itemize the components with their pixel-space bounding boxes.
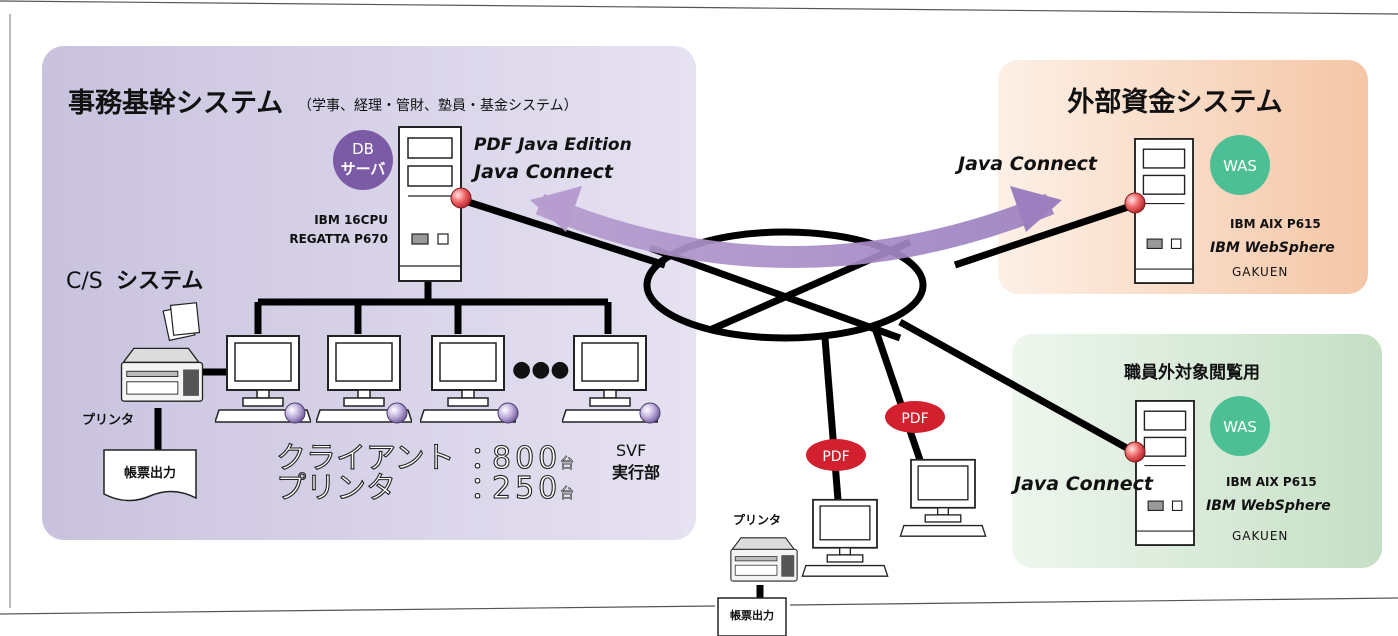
count-label: プリンタ — [276, 471, 396, 506]
pdf-badge — [806, 439, 866, 471]
external-server-icon — [1134, 138, 1194, 284]
cs-title-prefix: C/S — [66, 269, 103, 294]
external-connect-label: Java Connect — [954, 153, 1098, 175]
db-software-line2: Java Connect — [470, 161, 614, 183]
bottom-pc-icon — [801, 498, 889, 578]
staff-connect-label: Java Connect — [1010, 473, 1154, 495]
network-ring — [643, 228, 927, 342]
svf-label-line2: 実行部 — [612, 463, 660, 482]
count-row-clients: クライアント ： 800 台 — [275, 440, 574, 476]
left-panel-subtitle: （学事、経理・管財、塾員・基金システム） — [298, 97, 578, 114]
db-badge — [333, 130, 393, 190]
svf-client-icon — [386, 402, 408, 424]
more-clients-ellipsis: ●●● — [512, 357, 570, 382]
bottom-printer-icon — [730, 537, 798, 582]
staff-was-label: WAS — [1223, 418, 1257, 436]
external-was-badge — [1210, 135, 1270, 195]
staff-spec-line3: GAKUEN — [1232, 529, 1288, 543]
count-separator: ： — [470, 441, 500, 476]
arrow-head-right — [1010, 186, 1062, 232]
external-spec-line3: GAKUEN — [1232, 265, 1288, 279]
left-panel — [42, 46, 696, 540]
count-unit: 台 — [560, 486, 574, 502]
staff-spec-line2: IBM WebSphere — [1206, 498, 1331, 514]
bottom-printer-label: プリンタ — [733, 512, 781, 527]
cs-title-suffix: システム — [116, 269, 203, 294]
db-software-line1: PDF Java Edition — [474, 135, 632, 155]
left-printer-icon — [120, 347, 204, 402]
staff-was-badge — [1210, 396, 1270, 456]
svf-client-icon — [639, 402, 661, 424]
external-connector-icon — [1124, 192, 1146, 214]
left-panel-title: 事務基幹システム — [68, 87, 283, 119]
external-panel-title: 外部資金システム — [1067, 86, 1282, 118]
left-printer-label: プリンタ — [82, 413, 134, 428]
left-report-label: 帳票出力 — [124, 465, 176, 481]
external-spec-line1: IBM AIX P615 — [1230, 217, 1321, 231]
data-exchange-arrow — [535, 193, 1055, 268]
document-stack-icon — [162, 302, 201, 342]
frame-bottom-line-left — [0, 605, 716, 615]
frame-top-line — [0, 0, 1398, 15]
count-separator: ： — [470, 471, 500, 506]
svf-label-line1: SVF — [616, 441, 646, 460]
count-unit: 台 — [560, 456, 574, 472]
arrow-head-left — [530, 186, 582, 232]
staff-panel-title: 職員外対象閲覧用 — [1124, 362, 1260, 383]
lan-bus — [154, 280, 764, 606]
frame-bottom-line-right — [789, 597, 1398, 606]
left-report-icon — [103, 449, 197, 502]
bottom-pc-icon — [899, 458, 987, 538]
db-spec-line1: IBM 16CPU — [314, 213, 388, 227]
pdf-badge-label: PDF — [901, 411, 928, 427]
pdf-badge-label: PDF — [822, 449, 849, 465]
svf-client-icon — [497, 402, 519, 424]
db-connector-icon — [450, 187, 472, 209]
count-row-printers: プリンタ ： 250 台 — [275, 470, 574, 506]
count-label: クライアント — [276, 441, 455, 476]
external-was-label: WAS — [1223, 157, 1257, 175]
bottom-report-label: 帳票出力 — [730, 608, 774, 622]
svf-client-icon — [284, 402, 306, 424]
count-value: 250 — [492, 471, 561, 506]
staff-panel — [1012, 334, 1382, 568]
db-badge-line2: サーバ — [341, 160, 386, 178]
db-spec-line2: REGATTA P670 — [289, 232, 388, 246]
staff-spec-line1: IBM AIX P615 — [1226, 475, 1317, 489]
db-server-icon — [398, 126, 462, 282]
staff-connector-icon — [1124, 441, 1146, 463]
bottom-report-icon — [717, 597, 787, 636]
external-spec-line2: IBM WebSphere — [1210, 240, 1335, 256]
count-value: 800 — [492, 441, 561, 476]
db-badge-line1: DB — [352, 140, 374, 158]
pdf-badge — [885, 401, 945, 433]
